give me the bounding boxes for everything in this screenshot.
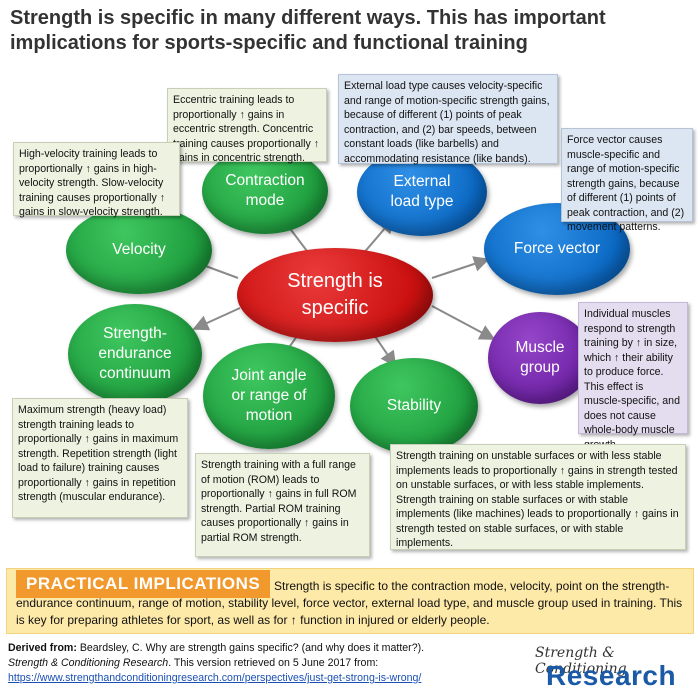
citation: Derived from: Beardsley, C. Why are stre… [8, 641, 488, 686]
page-title: Strength is specific in many different w… [10, 7, 606, 54]
node-label: continuum [99, 365, 171, 382]
node-label: Velocity [112, 241, 166, 258]
derived-text: Beardsley, C. Why are strength gains spe… [76, 642, 425, 654]
logo-main: Research [546, 660, 677, 691]
node-label: External [393, 173, 451, 190]
node-label: endurance [98, 345, 172, 362]
node-strength-is-specific: Strength is specific [237, 248, 433, 342]
arrow-force-vector [431, 256, 490, 279]
box-range-of-motion: Strength training with a full range of m… [195, 453, 370, 557]
derived-label: Derived from: [8, 642, 77, 654]
center-label: specific [301, 297, 369, 319]
node-label: mode [245, 192, 285, 209]
practical-implications-text: Strength is specific to the contraction … [16, 579, 683, 627]
retrieved-text: . This version retrieved on 5 June 2017 … [168, 657, 379, 669]
node-label: motion [245, 407, 293, 424]
node-label: Muscle [515, 339, 565, 356]
node-velocity: Velocity [66, 206, 212, 294]
node-label: Stability [386, 397, 442, 414]
node-label: Force vector [513, 240, 601, 257]
arrow-muscle-group [431, 305, 496, 340]
center-label: Strength is [287, 270, 383, 292]
box-stability: Strength training on unstable surfaces o… [390, 444, 686, 550]
node-label: or range of [231, 387, 307, 404]
box-external-load-type: External load type causes velocity-speci… [338, 74, 558, 165]
journal-name: Strength & Conditioning Research [8, 657, 169, 669]
source-link[interactable]: https://www.strengthandconditioningresea… [8, 672, 422, 684]
node-label: Strength- [103, 325, 167, 342]
box-muscle-group: Individual muscles respond to strength t… [578, 302, 688, 451]
arrow-strength-endurance [192, 307, 241, 331]
node-strength-endurance: Strength-endurance continuum [68, 304, 202, 404]
node-contraction-mode: Contraction mode [202, 148, 328, 234]
box-eccentric-concentric: Eccentric training leads to proportional… [167, 88, 327, 164]
node-label: Contraction [225, 172, 305, 189]
practical-implications-label: PRACTICAL IMPLICATIONS [16, 570, 271, 598]
node-label: Joint angle [231, 367, 307, 384]
logo-script: Strength & Conditioning [535, 645, 627, 677]
box-force-vector: Force vector causes muscle-specific and … [561, 128, 693, 233]
node-joint-angle: Joint angle or range of motion [203, 343, 335, 449]
node-muscle-group: Muscle group [488, 312, 592, 404]
node-label: group [520, 359, 560, 376]
node-label: load type [390, 193, 454, 210]
box-velocity: High-velocity training leads to proporti… [13, 142, 180, 218]
box-maximum-strength: Maximum strength (heavy load) strength t… [12, 398, 188, 518]
node-stability: Stability [350, 358, 478, 454]
